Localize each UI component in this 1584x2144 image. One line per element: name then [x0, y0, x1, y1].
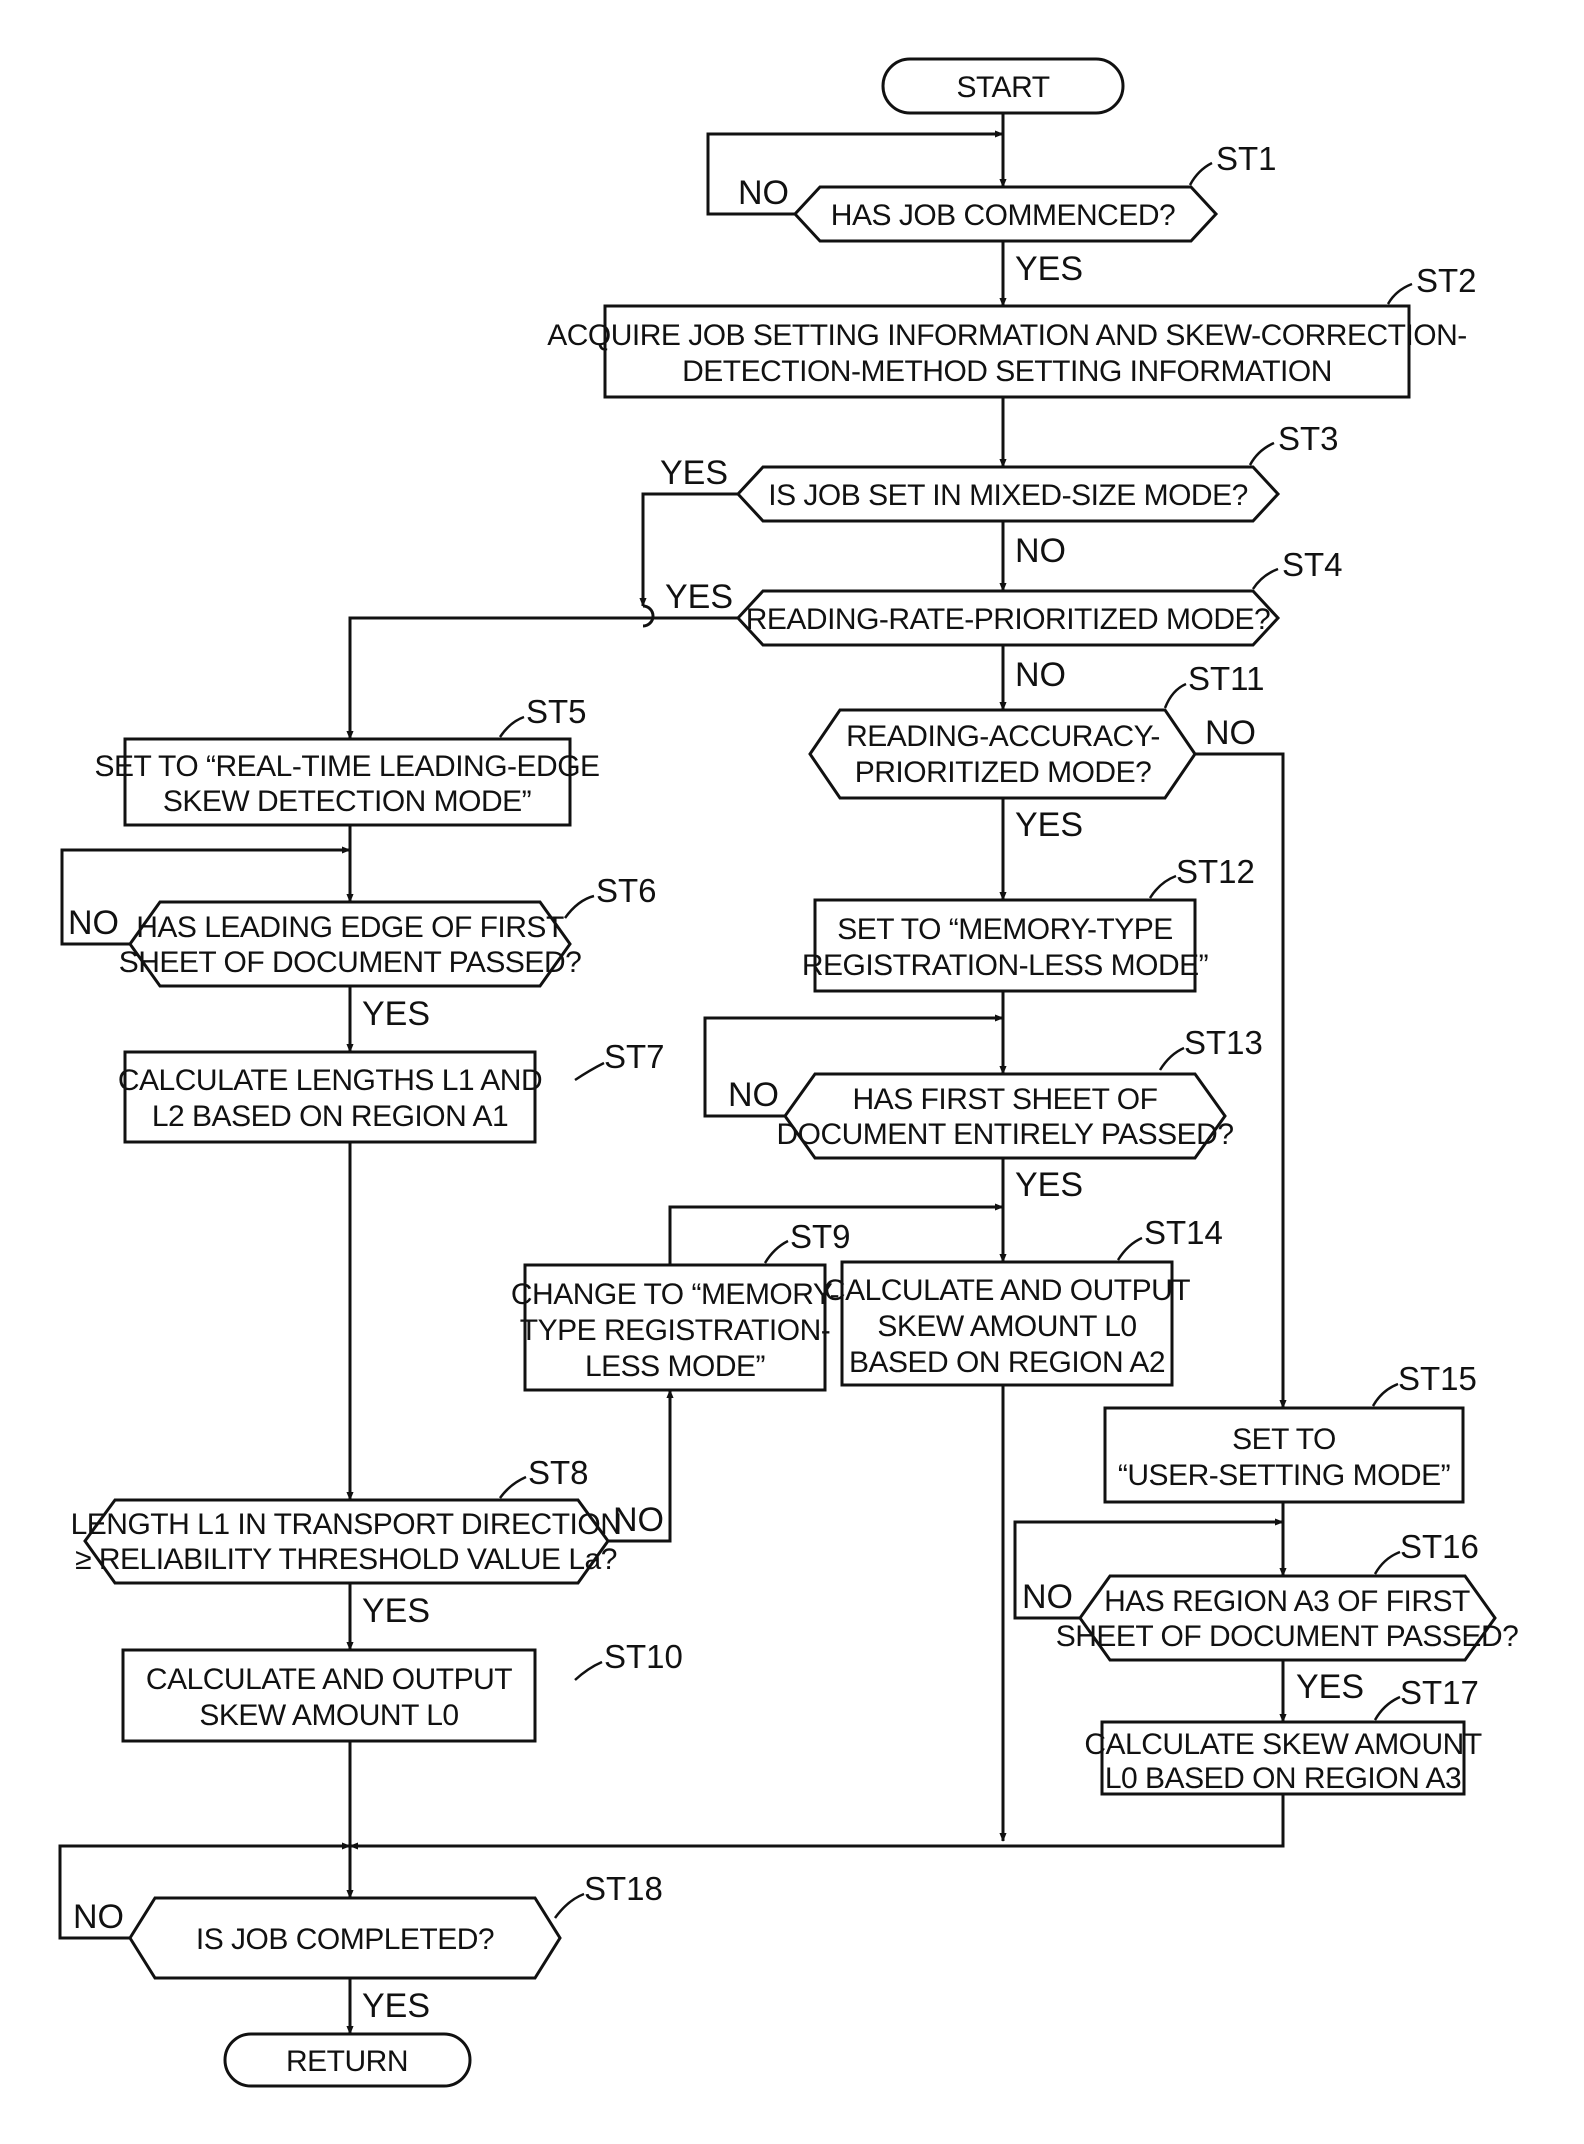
- branch-label-st11-yes: YES: [1015, 806, 1083, 844]
- node-st5: SET TO “REAL-TIME LEADING-EDGE SKEW DETE…: [94, 739, 599, 825]
- node-text: LENGTH L1 IN TRANSPORT DIRECTION: [71, 1508, 622, 1541]
- node-text: SHEET OF DOCUMENT PASSED?: [119, 946, 582, 979]
- node-st4: READING-RATE-PRIORITIZED MODE?: [738, 591, 1278, 645]
- branch-label-st6-no: NO: [68, 904, 119, 942]
- branch-label-st16-yes: YES: [1296, 1668, 1364, 1706]
- node-text: CALCULATE AND OUTPUT: [824, 1274, 1190, 1307]
- step-label: ST10: [604, 1638, 683, 1675]
- node-text: DOCUMENT ENTIRELY PASSED?: [776, 1118, 1233, 1151]
- node-text: DETECTION-METHOD SETTING INFORMATION: [682, 355, 1332, 388]
- node-text: REGISTRATION-LESS MODE”: [802, 949, 1208, 982]
- branch-label-st8-yes: YES: [362, 1592, 430, 1630]
- node-text: HAS FIRST SHEET OF: [853, 1083, 1158, 1116]
- node-st17: CALCULATE SKEW AMOUNT L0 BASED ON REGION…: [1084, 1722, 1482, 1795]
- branch-label-st13-no: NO: [728, 1076, 779, 1114]
- step-label: ST3: [1278, 420, 1339, 457]
- node-text: IS JOB SET IN MIXED-SIZE MODE?: [768, 479, 1248, 512]
- branch-label-st16-no: NO: [1022, 1578, 1073, 1616]
- node-text: SKEW AMOUNT L0: [877, 1310, 1136, 1343]
- node-text: SHEET OF DOCUMENT PASSED?: [1056, 1620, 1519, 1653]
- step-label: ST13: [1184, 1024, 1263, 1061]
- node-text: SKEW AMOUNT L0: [199, 1699, 458, 1732]
- branch-label-st4-yes: YES: [665, 578, 733, 616]
- node-text: BASED ON REGION A2: [849, 1346, 1165, 1379]
- node-text: “USER-SETTING MODE”: [1118, 1459, 1450, 1492]
- node-st13: HAS FIRST SHEET OF DOCUMENT ENTIRELY PAS…: [776, 1074, 1233, 1158]
- step-label: ST1: [1216, 140, 1277, 177]
- node-text: HAS JOB COMMENCED?: [831, 199, 1175, 232]
- step-label: ST4: [1282, 546, 1343, 583]
- node-text: PRIORITIZED MODE?: [855, 756, 1152, 789]
- step-label: ST9: [790, 1218, 851, 1255]
- node-text: SKEW DETECTION MODE”: [163, 785, 531, 818]
- branch-label-st8-no: NO: [613, 1501, 664, 1539]
- node-return: RETURN: [225, 2034, 470, 2086]
- node-text: CALCULATE LENGTHS L1 AND: [118, 1064, 542, 1097]
- step-label: ST17: [1400, 1674, 1479, 1711]
- node-st3: IS JOB SET IN MIXED-SIZE MODE?: [738, 467, 1278, 521]
- node-st6: HAS LEADING EDGE OF FIRST SHEET OF DOCUM…: [119, 902, 582, 986]
- step-label: ST7: [604, 1038, 665, 1075]
- branch-label-st1-yes: YES: [1015, 250, 1083, 288]
- node-text: SET TO: [1232, 1423, 1336, 1456]
- node-st18: IS JOB COMPLETED?: [130, 1898, 560, 1978]
- branch-label-st1-no: NO: [738, 174, 789, 212]
- node-text: SET TO “MEMORY-TYPE: [837, 913, 1173, 946]
- branch-label-st4-no: NO: [1015, 656, 1066, 694]
- node-text: LESS MODE”: [585, 1350, 765, 1383]
- node-st8: LENGTH L1 IN TRANSPORT DIRECTION ≥ RELIA…: [71, 1500, 622, 1583]
- node-text: L2 BASED ON REGION A1: [152, 1100, 508, 1133]
- node-text: IS JOB COMPLETED?: [196, 1923, 494, 1956]
- step-label: ST15: [1398, 1360, 1477, 1397]
- node-text: ≥ RELIABILITY THRESHOLD VALUE La?: [75, 1543, 617, 1576]
- node-text: CHANGE TO “MEMORY-: [511, 1278, 839, 1311]
- step-label: ST16: [1400, 1528, 1479, 1565]
- node-st1: HAS JOB COMMENCED?: [795, 187, 1216, 241]
- branch-label-st3-no: NO: [1015, 532, 1066, 570]
- step-label: ST12: [1176, 853, 1255, 890]
- node-text: L0 BASED ON REGION A3: [1105, 1762, 1461, 1795]
- node-st11: READING-ACCURACY- PRIORITIZED MODE?: [810, 710, 1195, 798]
- branch-label-st11-no: NO: [1205, 714, 1256, 752]
- node-st9: CHANGE TO “MEMORY- TYPE REGISTRATION- LE…: [511, 1265, 839, 1390]
- node-text: CALCULATE SKEW AMOUNT: [1084, 1728, 1482, 1761]
- branch-label-st6-yes: YES: [362, 995, 430, 1033]
- node-text: TYPE REGISTRATION-: [520, 1314, 830, 1347]
- step-label: ST6: [596, 872, 657, 909]
- branch-label-st13-yes: YES: [1015, 1166, 1083, 1204]
- branch-label-st18-no: NO: [73, 1898, 124, 1936]
- node-st2: ACQUIRE JOB SETTING INFORMATION AND SKEW…: [547, 306, 1467, 397]
- step-label: ST5: [526, 693, 587, 730]
- branch-label-st3-yes: YES: [660, 454, 728, 492]
- node-start: START: [883, 59, 1123, 113]
- return-label: RETURN: [286, 2045, 408, 2078]
- node-st15: SET TO “USER-SETTING MODE”: [1105, 1408, 1463, 1502]
- edge-st17-merge: [350, 1794, 1283, 1846]
- step-label: ST11: [1188, 660, 1264, 697]
- step-label: ST8: [528, 1454, 589, 1491]
- node-text: ACQUIRE JOB SETTING INFORMATION AND SKEW…: [547, 319, 1467, 352]
- node-text: READING-ACCURACY-: [846, 720, 1160, 753]
- step-label: ST2: [1416, 262, 1477, 299]
- step-label: ST18: [584, 1870, 663, 1907]
- edge-st3-yes-hop: [643, 606, 653, 626]
- node-text: HAS REGION A3 OF FIRST: [1104, 1585, 1470, 1618]
- branch-label-st18-yes: YES: [362, 1987, 430, 2025]
- node-text: CALCULATE AND OUTPUT: [146, 1663, 512, 1696]
- node-st12: SET TO “MEMORY-TYPE REGISTRATION-LESS MO…: [802, 900, 1208, 991]
- node-st7: CALCULATE LENGTHS L1 AND L2 BASED ON REG…: [118, 1052, 542, 1142]
- node-st14: CALCULATE AND OUTPUT SKEW AMOUNT L0 BASE…: [824, 1262, 1190, 1385]
- node-text: SET TO “REAL-TIME LEADING-EDGE: [94, 750, 599, 783]
- node-st10: CALCULATE AND OUTPUT SKEW AMOUNT L0: [123, 1650, 535, 1741]
- node-text: HAS LEADING EDGE OF FIRST: [136, 911, 564, 944]
- node-text: READING-RATE-PRIORITIZED MODE?: [746, 603, 1270, 636]
- start-label: START: [956, 71, 1049, 104]
- node-st16: HAS REGION A3 OF FIRST SHEET OF DOCUMENT…: [1056, 1576, 1519, 1660]
- step-label: ST14: [1144, 1214, 1223, 1251]
